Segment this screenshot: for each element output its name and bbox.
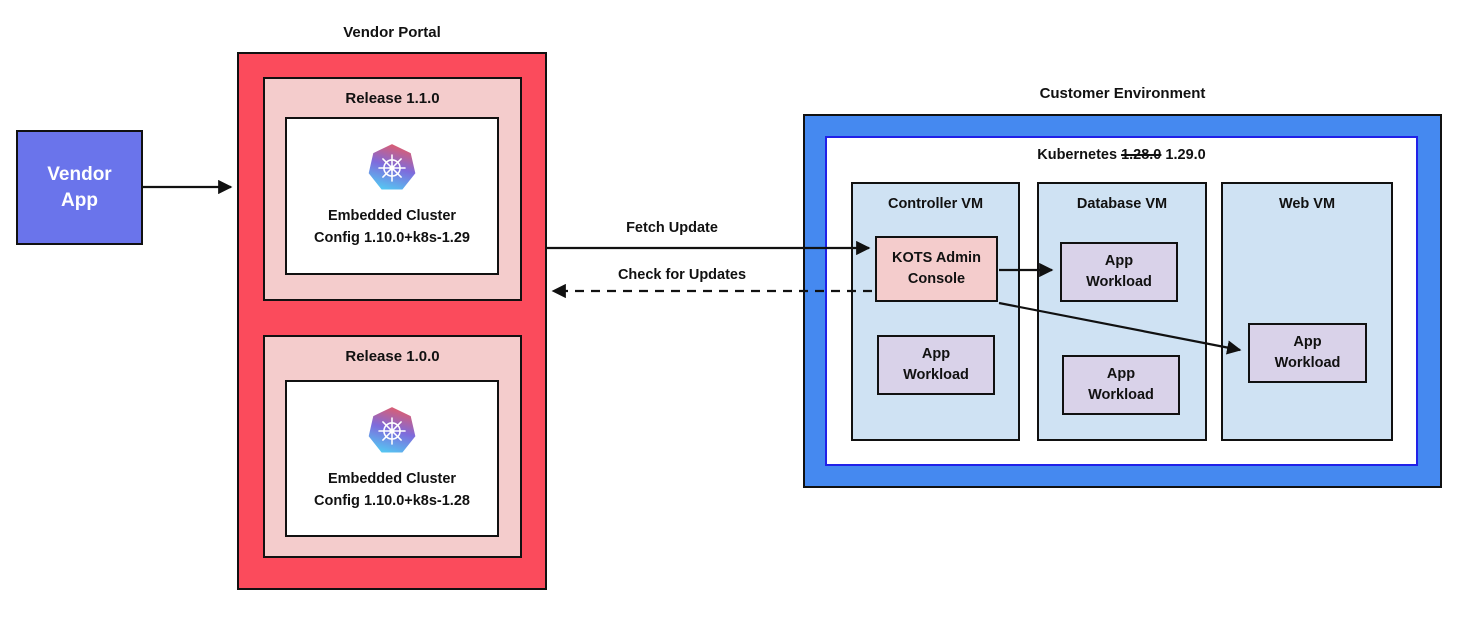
kots-admin-console-label: KOTS Admin Console	[892, 249, 981, 287]
database-vm-title: Database VM	[1076, 196, 1168, 212]
vendor-app-box: Vendor App	[16, 130, 143, 245]
kubernetes-icon	[368, 144, 416, 190]
kubernetes-new-version: 1.29.0	[1165, 147, 1206, 163]
app-workload-box: App Workload	[1248, 323, 1367, 383]
app-workload-label: App Workload	[903, 345, 969, 383]
app-workload-box: App Workload	[877, 335, 995, 395]
kots-admin-console-box: KOTS Admin Console	[875, 236, 998, 302]
app-workload-label: App Workload	[1086, 252, 1152, 290]
kubernetes-version-prefix: Kubernetes	[1037, 147, 1118, 163]
app-workload-box: App Workload	[1062, 355, 1180, 415]
controller-vm-title: Controller VM	[887, 196, 984, 212]
fetch-update-label: Fetch Update	[626, 220, 718, 236]
web-vm-title: Web VM	[1278, 196, 1336, 212]
embedded-cluster-config-1-29-label: Embedded Cluster Config 1.10.0+k8s-1.29	[314, 208, 470, 246]
embedded-cluster-config-1-28-box: Embedded Cluster Config 1.10.0+k8s-1.28	[285, 380, 499, 537]
app-workload-label: App Workload	[1088, 365, 1154, 403]
customer-environment-title: Customer Environment	[1039, 85, 1206, 102]
kubernetes-icon	[368, 406, 416, 453]
app-workload-box: App Workload	[1060, 242, 1178, 302]
release-1-1-0-title: Release 1.1.0	[345, 90, 440, 107]
embedded-cluster-config-1-28-label: Embedded Cluster Config 1.10.0+k8s-1.28	[314, 470, 470, 509]
kubernetes-version-label: Kubernetes 1.28.0 1.29.0	[825, 147, 1418, 163]
vendor-portal-title: Vendor Portal	[343, 24, 441, 41]
release-1-0-0-title: Release 1.0.0	[345, 348, 440, 365]
web-vm-box: Web VM	[1221, 182, 1393, 441]
controller-vm-box: Controller VM	[851, 182, 1020, 441]
app-workload-label: App Workload	[1274, 333, 1341, 371]
vendor-app-label: Vendor App	[47, 163, 112, 211]
kubernetes-old-version: 1.28.0	[1121, 147, 1162, 163]
check-for-updates-label: Check for Updates	[617, 267, 747, 283]
embedded-cluster-config-1-29-box: Embedded Cluster Config 1.10.0+k8s-1.29	[285, 117, 499, 275]
